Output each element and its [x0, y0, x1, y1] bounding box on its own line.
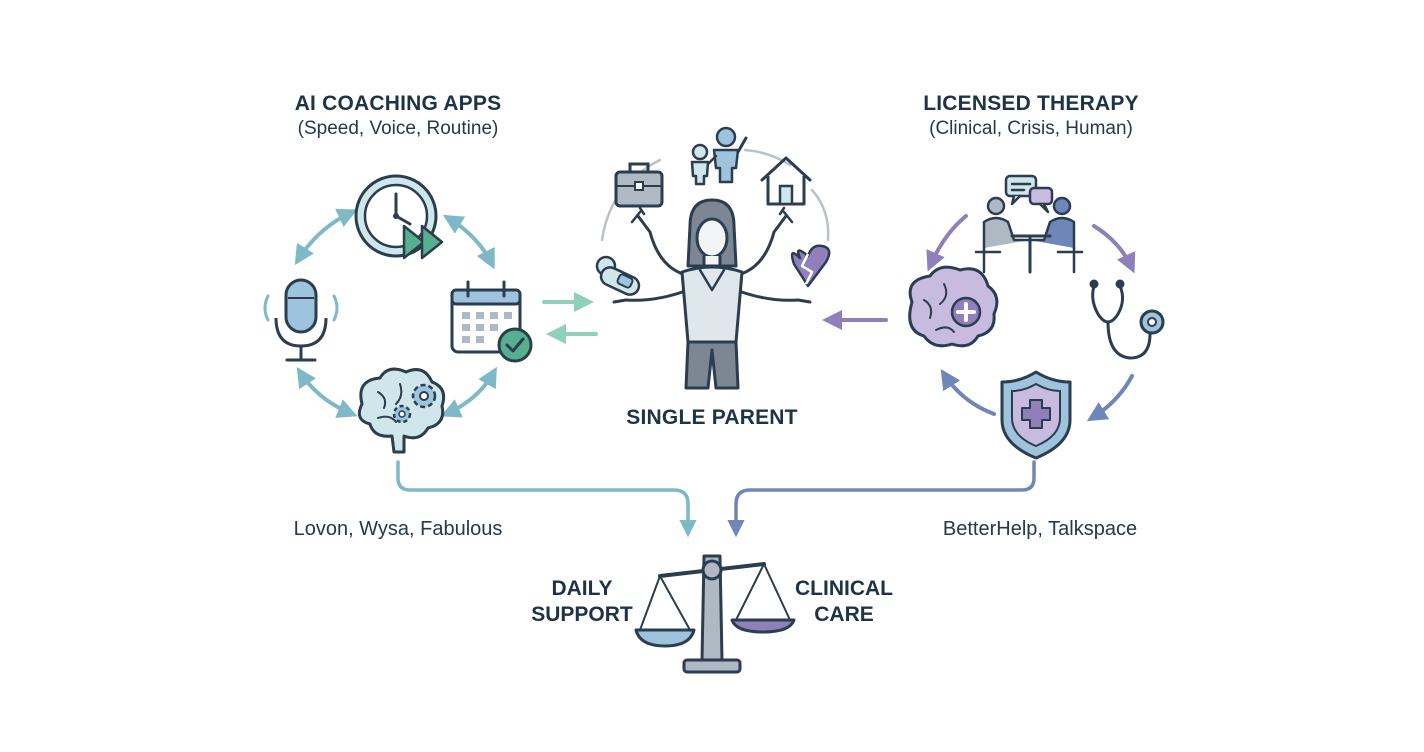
shield-cross-icon	[1000, 370, 1072, 460]
briefcase-icon	[614, 162, 664, 208]
stethoscope-icon	[1089, 279, 1165, 360]
center-arrows	[542, 292, 888, 344]
licensed-therapy-subtitle: (Clinical, Crisis, Human)	[929, 118, 1133, 139]
baby-bottle-icon	[595, 255, 641, 296]
clinical-care-line-2: CARE	[814, 603, 874, 626]
clinical-care-line-1: CLINICAL	[795, 577, 893, 600]
connector-arrows	[396, 460, 1036, 538]
balance-scale-icon	[634, 554, 796, 674]
microphone-icon	[263, 278, 339, 362]
therapy-session-icon	[974, 174, 1084, 274]
ai-coaching-title: AI COACHING APPS	[294, 92, 502, 115]
brain-gears-icon	[357, 367, 446, 454]
daily-support-line-1: DAILY	[551, 577, 613, 600]
daily-support-line-2: SUPPORT	[531, 603, 633, 626]
left-cycle-arrows	[294, 208, 497, 418]
broken-heart-icon	[790, 244, 831, 288]
brain-plus-icon	[908, 265, 999, 348]
ai-coaching-examples: Lovon, Wysa, Fabulous	[293, 518, 503, 540]
house-icon	[760, 156, 812, 206]
clinical-care-label: CLINICAL CARE	[782, 576, 906, 628]
multitasking-parent-icon	[612, 198, 812, 390]
right-cycle-arrows	[926, 214, 1136, 422]
licensed-therapy-title: LICENSED THERAPY	[923, 92, 1139, 115]
family-icon	[690, 126, 748, 186]
calendar-check-icon	[450, 280, 533, 363]
daily-support-label: DAILY SUPPORT	[520, 576, 644, 628]
ai-coaching-subtitle: (Speed, Voice, Routine)	[297, 118, 499, 139]
single-parent-label: SINGLE PARENT	[626, 406, 798, 429]
licensed-therapy-examples: BetterHelp, Talkspace	[942, 518, 1138, 540]
clock-fast-forward-icon	[354, 174, 444, 260]
